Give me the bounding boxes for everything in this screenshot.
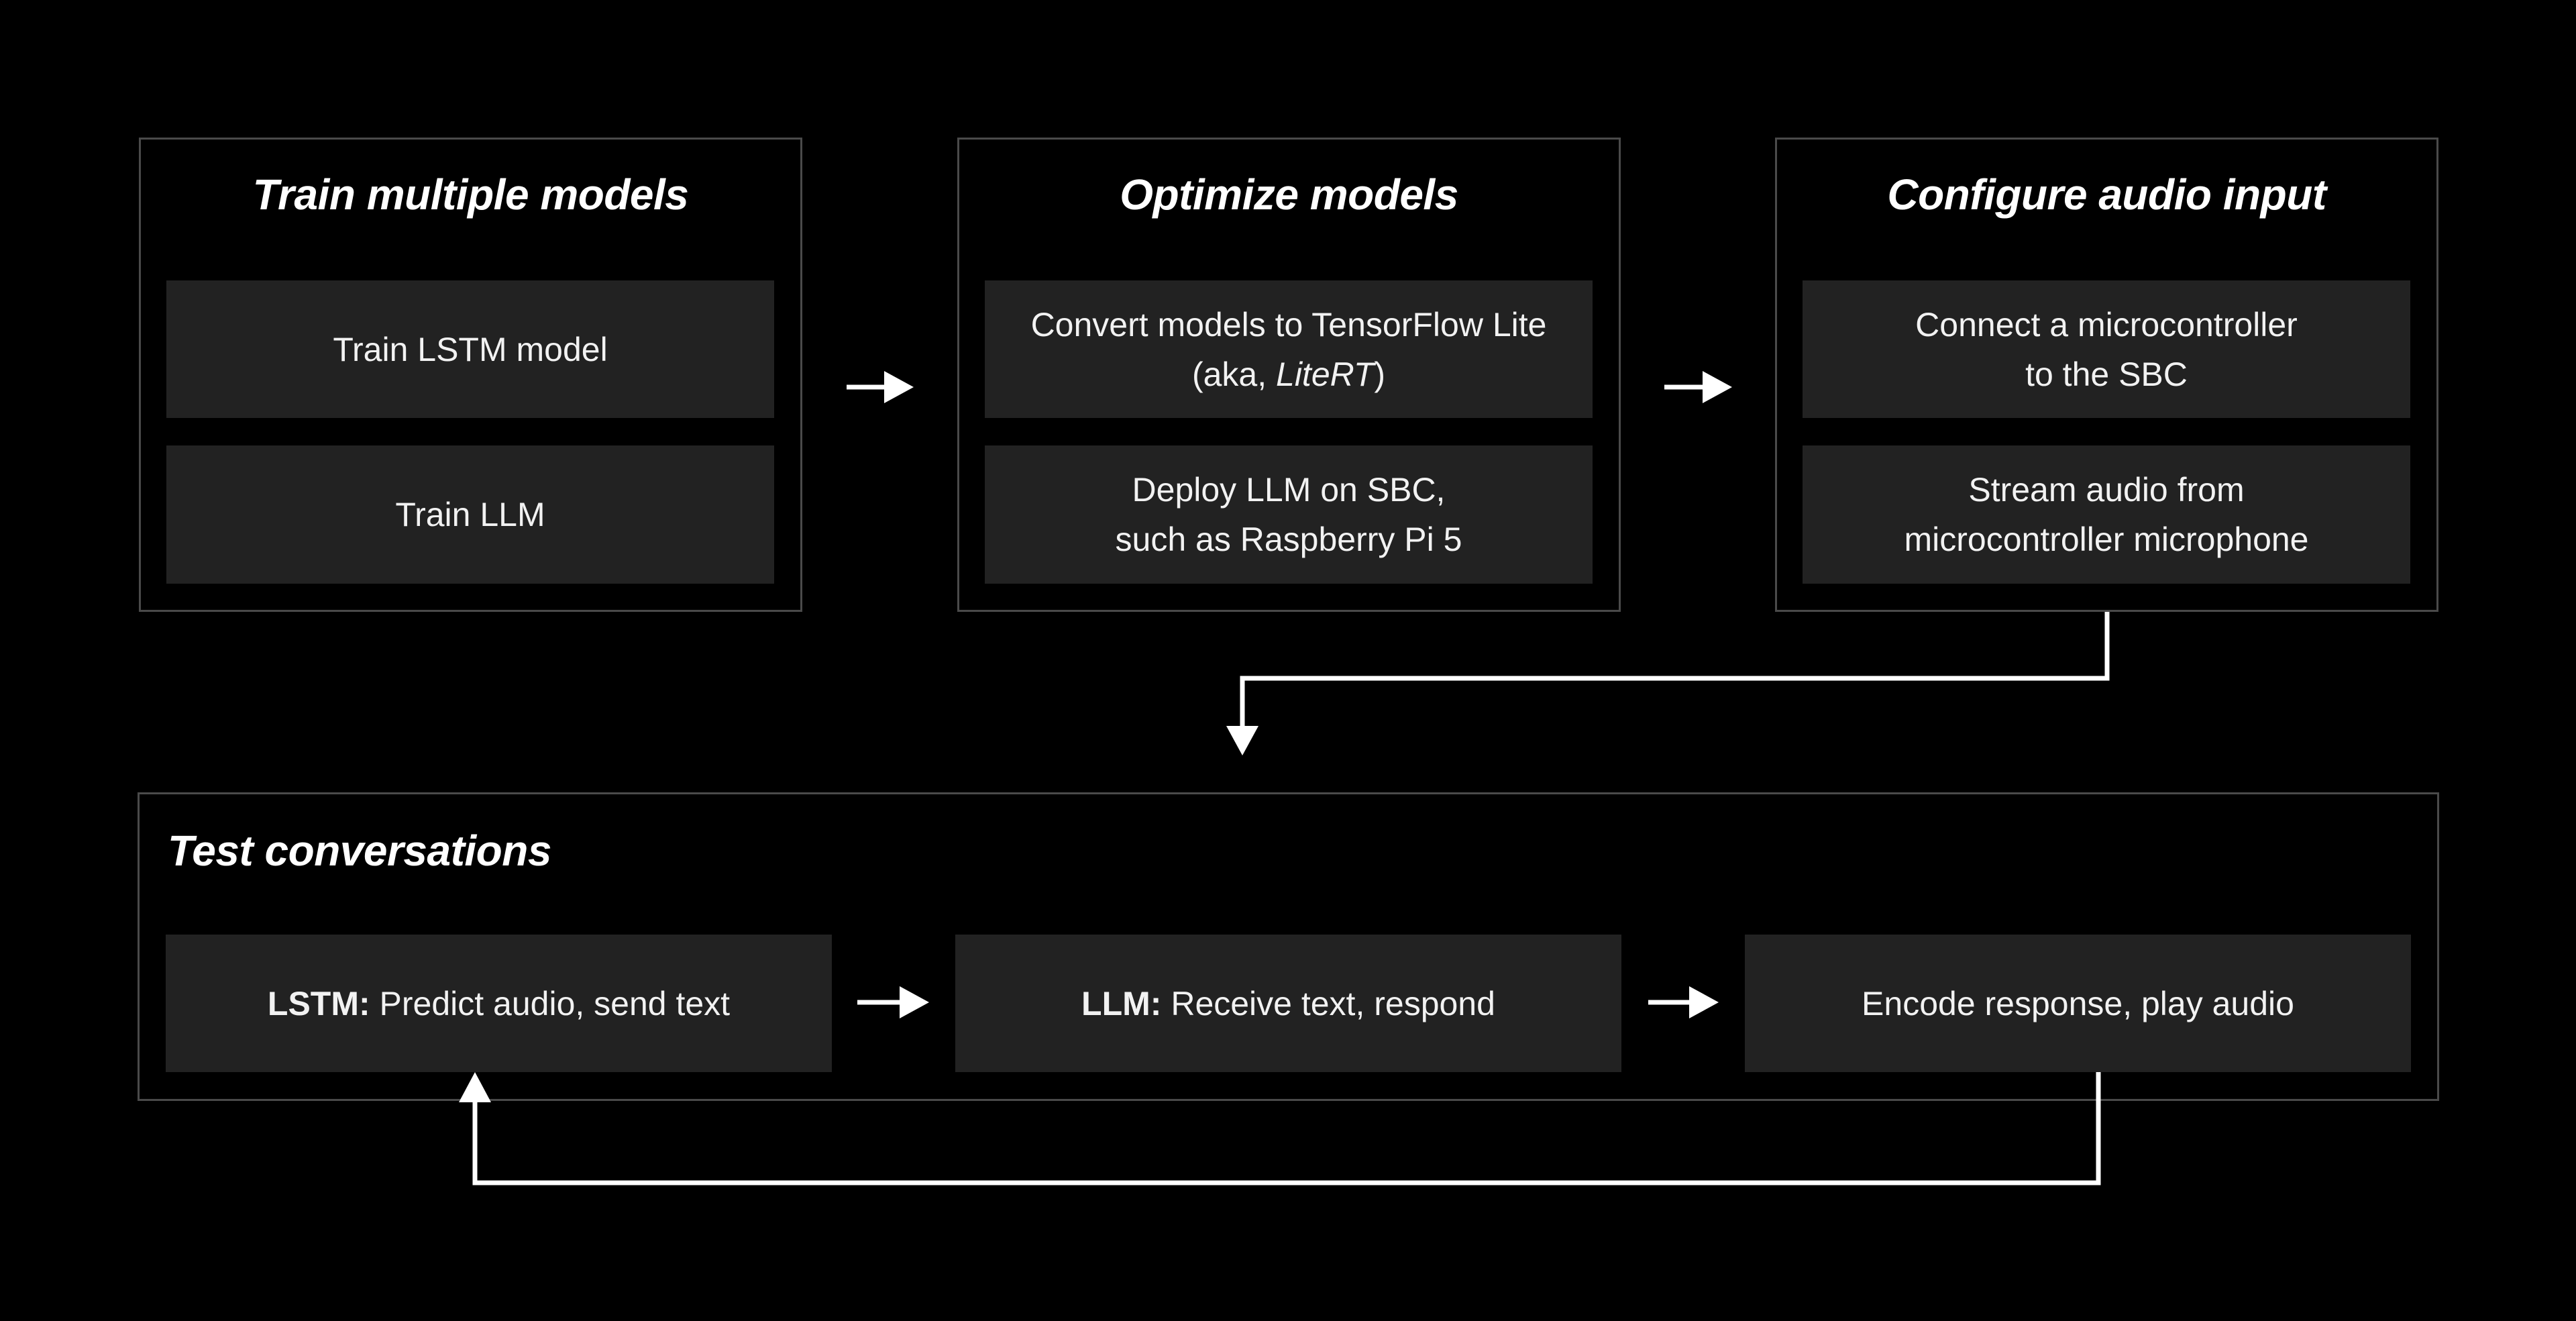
step-line-1: Connect a microcontroller xyxy=(1915,305,2298,344)
step-line-2-suffix: ) xyxy=(1374,355,1386,393)
stage-configure-audio: Configure audio input Connect a microcon… xyxy=(1775,138,2438,612)
arrowhead-llm-to-encode xyxy=(1689,986,1719,1018)
step-label-text: Predict audio, send text xyxy=(370,984,731,1022)
step-label: LLM: Receive text, respond xyxy=(1081,979,1495,1028)
step-label-bold: LSTM: xyxy=(267,984,370,1022)
arrow-configure-to-test xyxy=(1240,612,2110,728)
stage-optimize-models: Optimize models Convert models to Tensor… xyxy=(957,138,1621,612)
step-label: Train LSTM model xyxy=(333,330,608,368)
step-deploy-llm: Deploy LLM on SBC, such as Raspberry Pi … xyxy=(985,445,1593,584)
step-train-llm: Train LLM xyxy=(166,445,774,584)
step-connect-microcontroller: Connect a microcontroller to the SBC xyxy=(1803,280,2410,418)
step-line-2: (aka, LiteRT) xyxy=(1031,350,1547,399)
step-line-2: such as Raspberry Pi 5 xyxy=(1115,521,1462,558)
test-title: Test conversations xyxy=(168,827,551,875)
arrowhead-loop-back xyxy=(459,1072,491,1102)
step-line-2: microcontroller microphone xyxy=(1904,521,2309,558)
step-train-lstm: Train LSTM model xyxy=(166,280,774,418)
stage-title: Optimize models xyxy=(1120,170,1458,219)
step-line-1: Convert models to TensorFlow Lite xyxy=(1030,305,1547,344)
stage-train-models: Train multiple models Train LSTM model T… xyxy=(139,138,802,612)
step-encode-play: Encode response, play audio xyxy=(1745,935,2411,1072)
step-label-bold: LLM: xyxy=(1081,984,1162,1022)
arrowhead-configure-to-test xyxy=(1226,726,1258,755)
step-line-1: Deploy LLM on SBC, xyxy=(1132,471,1446,509)
step-line-2-prefix: (aka, xyxy=(1191,355,1277,393)
arrow-loop-back xyxy=(472,1072,2101,1185)
stage-title: Train multiple models xyxy=(252,170,689,219)
step-stream-audio: Stream audio from microcontroller microp… xyxy=(1803,445,2410,584)
step-label: Encode response, play audio xyxy=(1862,984,2294,1022)
stage-title: Configure audio input xyxy=(1887,170,2326,219)
step-label: Train LLM xyxy=(395,496,545,533)
arrowhead-lstm-to-llm xyxy=(900,986,929,1018)
step-line-2: to the SBC xyxy=(2025,355,2188,393)
stage-test-conversations xyxy=(138,792,2439,1101)
step-line-1: Stream audio from xyxy=(1968,471,2245,509)
step-convert-tflite: Convert models to TensorFlow Lite (aka, … xyxy=(985,280,1593,418)
step-llm-respond: LLM: Receive text, respond xyxy=(955,935,1621,1072)
step-lstm-predict: LSTM: Predict audio, send text xyxy=(166,935,832,1072)
step-label-text: Receive text, respond xyxy=(1161,984,1495,1022)
arrowhead-stage2-to-stage3 xyxy=(1703,371,1732,403)
step-label: LSTM: Predict audio, send text xyxy=(268,979,730,1028)
arrowhead-stage1-to-stage2 xyxy=(884,371,914,403)
step-line-2-italic: LiteRT xyxy=(1276,355,1375,393)
